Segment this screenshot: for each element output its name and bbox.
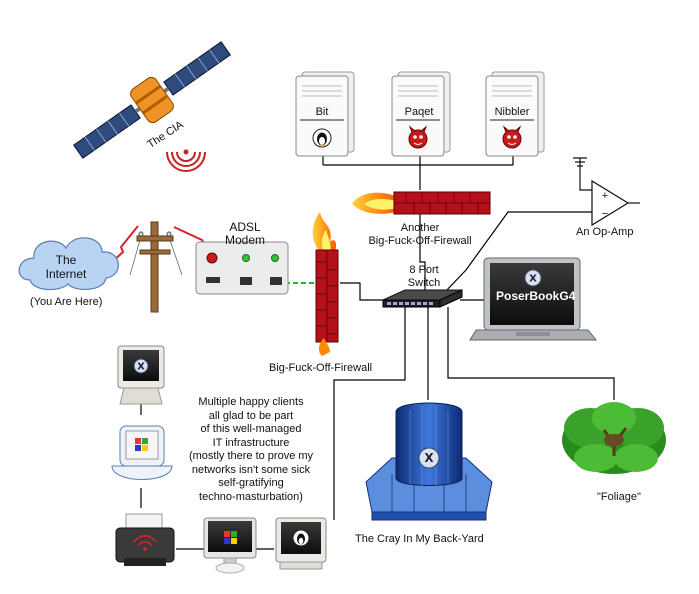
firewall-top-label-line1: Another	[400, 222, 440, 234]
firewall-to-switch-cable	[419, 214, 426, 292]
satellite-icon	[72, 41, 232, 159]
windows-logo-icon	[135, 438, 148, 451]
telephone-pole-icon	[129, 221, 183, 313]
clients-caption-line: all glad to be part	[208, 409, 294, 422]
cloud-label-line2: Internet	[45, 267, 87, 281]
firewall-main-label: Big-Fuck-Off-Firewall	[269, 362, 373, 374]
modem-label-line1: ADSL	[229, 220, 261, 234]
server-paqet	[391, 71, 451, 157]
cloud-label: The Internet	[36, 253, 96, 281]
internet-cloud-icon	[18, 237, 119, 291]
modem-label-line2: Modem	[224, 233, 265, 247]
mac-x-glyph: X	[529, 274, 537, 285]
firewall-top-icon	[352, 191, 491, 215]
firewall-top-label: Another Big-Fuck-Off-Firewall	[355, 222, 485, 248]
server-bit	[295, 71, 355, 157]
server-nibbler	[485, 71, 545, 157]
adsl-modem-icon	[195, 241, 289, 295]
satellite-label: The CIA	[145, 118, 186, 150]
clients-caption-line: networks isn't some sick	[191, 463, 311, 476]
mac-x-icon	[524, 269, 542, 287]
mac-x-glyph: X	[424, 451, 434, 465]
client-ibook	[111, 425, 173, 480]
cloud-label-line1: The	[55, 253, 77, 267]
clients-caption: Multiple happy clients all glad to be pa…	[176, 396, 326, 504]
laptop-label: PoserBookG4	[496, 289, 576, 303]
firewall-to-switch-link	[340, 282, 385, 301]
opamp-icon	[573, 157, 640, 227]
wifi-signal-icon	[166, 149, 206, 172]
switch-to-foliage-cable	[447, 307, 615, 400]
clients-caption-line: (mostly there to prove my	[188, 450, 314, 462]
wireless-signal-icon	[133, 535, 157, 551]
client-imac-top	[117, 345, 165, 405]
opamp-label: An Op-Amp	[576, 226, 634, 238]
cray-supercomputer-icon	[365, 402, 493, 521]
cloud-pole-lightning	[111, 225, 139, 263]
mac-x-icon	[133, 358, 149, 374]
mac-x-icon	[418, 447, 440, 469]
client-flatpanel	[203, 517, 257, 574]
foliage-label: "Foliage"	[597, 491, 641, 503]
windows-logo-icon	[224, 531, 237, 544]
bsd-daemon-icon	[502, 125, 522, 149]
server-bus-cable	[322, 155, 514, 166]
server-nibbler-label: Nibbler	[494, 106, 530, 118]
network-cables	[140, 155, 615, 550]
linux-penguin-icon	[317, 132, 327, 146]
opamp-plus-sign: +	[602, 190, 608, 202]
laptop-icon	[469, 257, 598, 341]
server-bit-label: Bit	[315, 106, 329, 118]
network-switch-icon	[382, 289, 463, 308]
mac-x-glyph: X	[137, 362, 145, 373]
switch-to-clients-cable	[333, 307, 406, 520]
printer-icon	[115, 513, 175, 566]
modem-label: ADSL Modem	[220, 221, 270, 247]
cray-label: The Cray In My Back-Yard	[355, 533, 484, 545]
firewall-top-label-line2: Big-Fuck-Off-Firewall	[368, 235, 472, 247]
firewall-main-icon	[312, 212, 339, 356]
foliage-bush-icon	[562, 402, 666, 474]
cloud-caption: (You Are Here)	[30, 296, 103, 308]
switch-to-opamp-cable	[444, 211, 592, 293]
clients-caption-line: of this well-managed	[200, 423, 302, 435]
clients-caption-line: IT infrastructure	[212, 436, 290, 449]
opamp-minus-sign: −	[602, 208, 608, 220]
clients-caption-line: self-gratifying	[218, 477, 284, 489]
server-paqet-label: Paqet	[404, 106, 434, 118]
clients-caption-line: techno-masturbation)	[199, 490, 303, 503]
switch-label-line2: Switch	[407, 277, 441, 289]
switch-label: 8 Port Switch	[398, 264, 450, 290]
linux-penguin-icon	[292, 529, 310, 547]
bsd-daemon-icon	[408, 125, 428, 149]
clients-caption-line: Multiple happy clients	[198, 396, 304, 408]
switch-label-line1: 8 Port	[409, 264, 439, 276]
